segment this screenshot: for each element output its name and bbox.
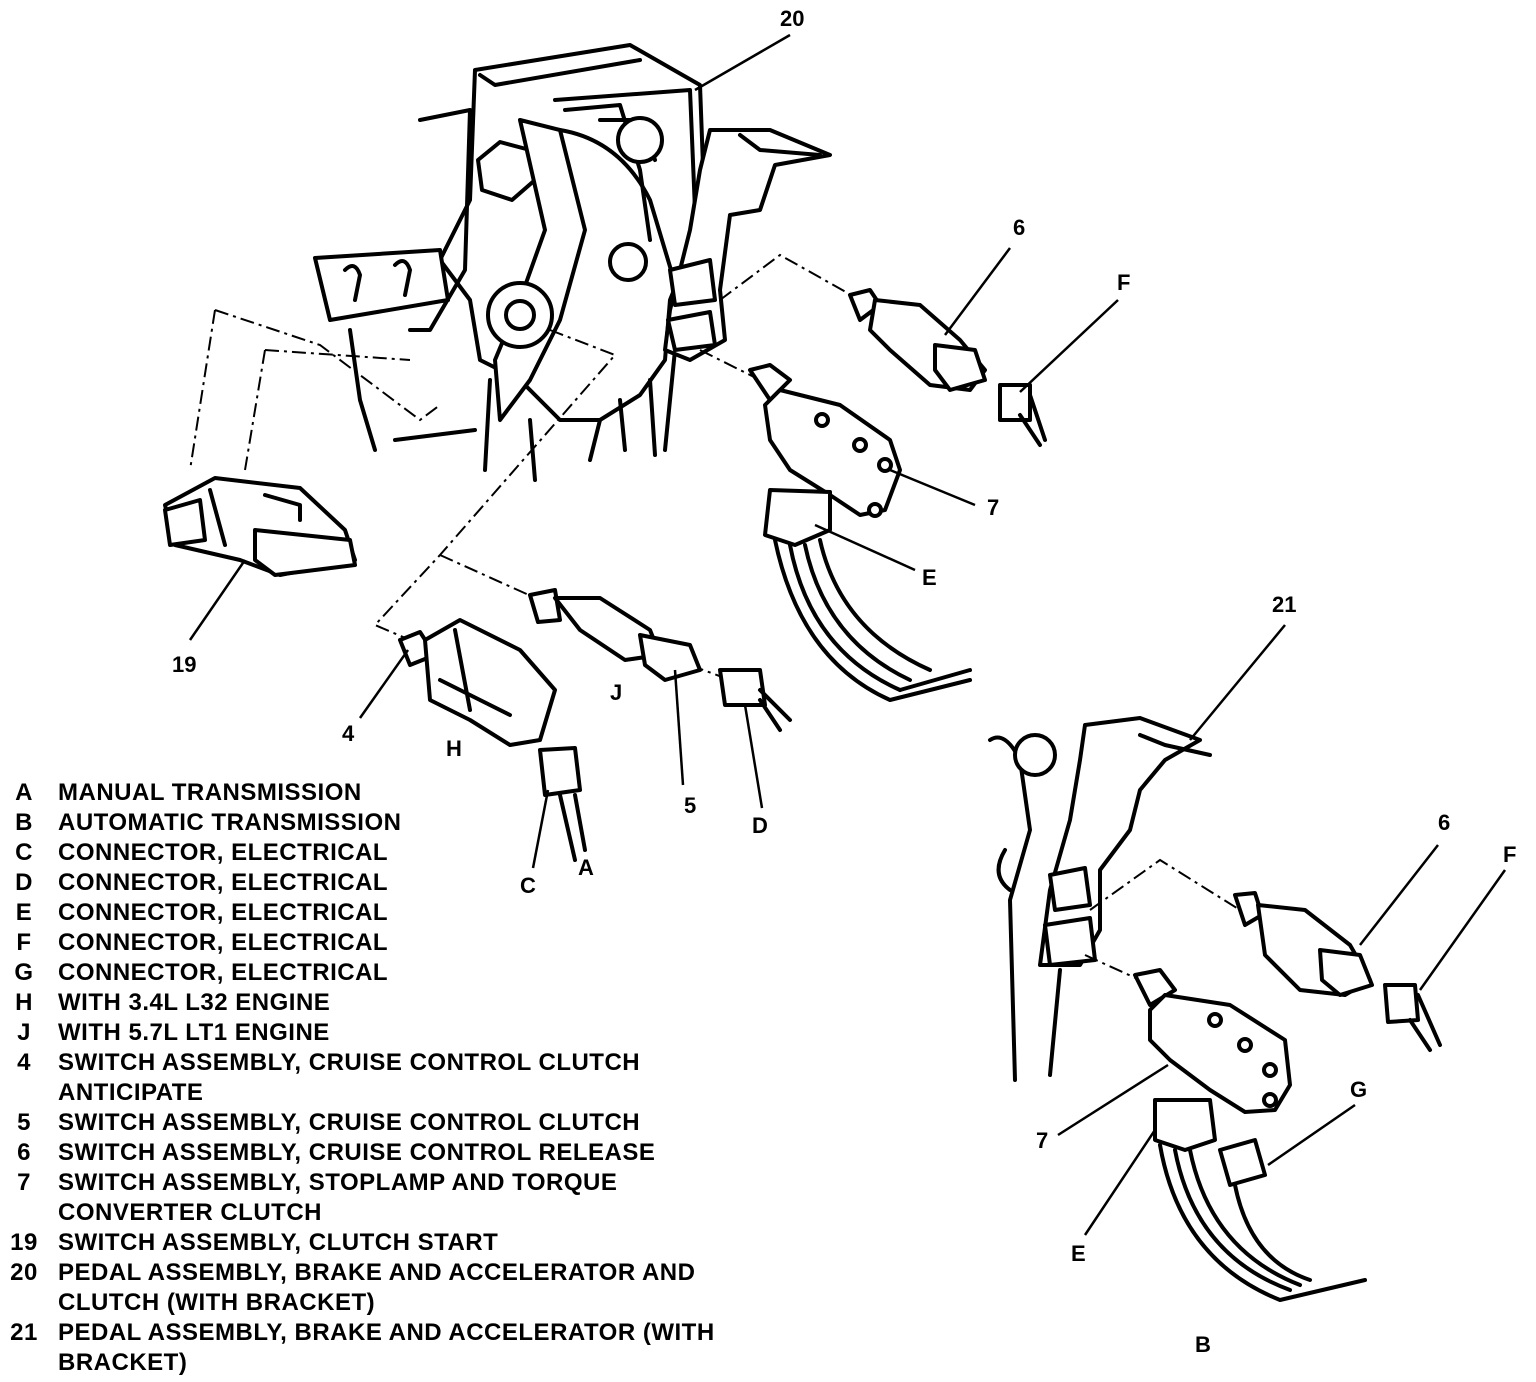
- alignment-lines-upper: [189, 253, 861, 681]
- legend-row: B AUTOMATIC TRANSMISSION: [0, 808, 780, 838]
- legend-row: 7 SWITCH ASSEMBLY, STOPLAMP AND TORQUE C…: [0, 1168, 780, 1228]
- legend-key: 20: [10, 1259, 38, 1286]
- stoplamp-switch-7-upper: [748, 363, 972, 702]
- pedal-assembly-20: [313, 43, 832, 482]
- cruise-anticipate-switch-4: [398, 618, 587, 862]
- legend-row: 19 SWITCH ASSEMBLY, CLUTCH START: [0, 1228, 780, 1258]
- legend-description: CONNECTOR, ELECTRICAL: [58, 869, 389, 896]
- callout-f-upper: F: [1117, 270, 1130, 295]
- legend-row: E CONNECTOR, ELECTRICAL: [0, 898, 780, 928]
- legend-key: 19: [10, 1229, 38, 1256]
- legend-row: 21 PEDAL ASSEMBLY, BRAKE AND ACCELERATOR…: [0, 1318, 780, 1378]
- cruise-clutch-switch-5: [528, 588, 792, 732]
- legend-key: C: [15, 839, 33, 866]
- legend-description: CONNECTOR, ELECTRICAL: [58, 899, 389, 926]
- callout-6-upper: 6: [1013, 215, 1025, 240]
- callout-7-upper: 7: [987, 495, 999, 520]
- callout-19: 19: [172, 652, 196, 677]
- legend-key: 6: [17, 1139, 31, 1166]
- callout-j: J: [610, 680, 622, 705]
- legend-key: H: [15, 989, 33, 1016]
- legend-key: J: [17, 1019, 31, 1046]
- legend-row: J WITH 5.7L LT1 ENGINE: [0, 1018, 780, 1048]
- legend-row: 4 SWITCH ASSEMBLY, CRUISE CONTROL CLUTCH…: [0, 1048, 780, 1108]
- alignment-lines-lower: [1084, 858, 1241, 981]
- legend-description: SWITCH ASSEMBLY, CLUTCH START: [58, 1229, 499, 1256]
- legend-key: 21: [10, 1319, 38, 1346]
- cruise-release-switch-6-upper: [848, 288, 1047, 447]
- legend-key: A: [15, 779, 33, 806]
- callout-f-lower: F: [1503, 842, 1516, 867]
- legend-row: 5 SWITCH ASSEMBLY, CRUISE CONTROL CLUTCH: [0, 1108, 780, 1138]
- callout-c: C: [520, 873, 536, 898]
- legend-key: F: [16, 929, 32, 956]
- pedal-assembly-21: [988, 716, 1212, 1082]
- leader-lines: [188, 33, 1507, 1236]
- cruise-release-switch-6-lower: [1233, 891, 1442, 1052]
- callout-e-upper: E: [922, 565, 937, 590]
- callout-a: A: [578, 855, 594, 880]
- legend-row: A MANUAL TRANSMISSION: [0, 778, 780, 808]
- legend-description: WITH 5.7L LT1 ENGINE: [58, 1019, 330, 1046]
- legend-description: AUTOMATIC TRANSMISSION: [58, 809, 402, 836]
- clutch-start-switch-19: [163, 476, 357, 577]
- callout-7-lower: 7: [1036, 1128, 1048, 1153]
- legend-description: CONNECTOR, ELECTRICAL: [58, 959, 389, 986]
- callout-labels: 20 6 F 7 E 19 4 H J 5 D C A 21 6 F G 7 E…: [172, 6, 1516, 1357]
- legend-description: PEDAL ASSEMBLY, BRAKE AND ACCELERATOR (W…: [58, 1319, 715, 1376]
- callout-5: 5: [684, 793, 696, 818]
- callout-20: 20: [780, 6, 804, 31]
- legend-row: H WITH 3.4L L32 ENGINE: [0, 988, 780, 1018]
- legend-key: G: [14, 959, 34, 986]
- legend-description: MANUAL TRANSMISSION: [58, 779, 362, 806]
- callout-d: D: [752, 813, 768, 838]
- callout-4: 4: [342, 721, 355, 746]
- stoplamp-switch-7-lower: [1133, 968, 1367, 1302]
- legend-description: CONNECTOR, ELECTRICAL: [58, 929, 389, 956]
- callout-21: 21: [1272, 592, 1296, 617]
- legend-description: SWITCH ASSEMBLY, CRUISE CONTROL RELEASE: [58, 1139, 656, 1166]
- legend-row: C CONNECTOR, ELECTRICAL: [0, 838, 780, 868]
- callout-h: H: [446, 736, 462, 761]
- legend-row: F CONNECTOR, ELECTRICAL: [0, 928, 780, 958]
- callout-g: G: [1350, 1077, 1367, 1102]
- legend-description: CONNECTOR, ELECTRICAL: [58, 839, 389, 866]
- legend-row: 20 PEDAL ASSEMBLY, BRAKE AND ACCELERATOR…: [0, 1258, 780, 1318]
- legend-key: E: [15, 899, 33, 926]
- legend-row: D CONNECTOR, ELECTRICAL: [0, 868, 780, 898]
- legend-key: B: [15, 809, 33, 836]
- legend-key: 7: [17, 1169, 31, 1196]
- callout-e-lower: E: [1071, 1241, 1086, 1266]
- legend: A MANUAL TRANSMISSION B AUTOMATIC TRANSM…: [0, 778, 780, 1378]
- legend-row: 6 SWITCH ASSEMBLY, CRUISE CONTROL RELEAS…: [0, 1138, 780, 1168]
- legend-description: PEDAL ASSEMBLY, BRAKE AND ACCELERATOR AN…: [58, 1259, 696, 1316]
- legend-key: 5: [17, 1109, 31, 1136]
- legend-row: G CONNECTOR, ELECTRICAL: [0, 958, 780, 988]
- legend-key: 4: [17, 1049, 31, 1076]
- legend-description: SWITCH ASSEMBLY, STOPLAMP AND TORQUE CON…: [58, 1169, 618, 1226]
- legend-key: D: [15, 869, 33, 896]
- legend-description: SWITCH ASSEMBLY, CRUISE CONTROL CLUTCH: [58, 1109, 641, 1136]
- callout-b: B: [1195, 1332, 1211, 1357]
- callout-6-lower: 6: [1438, 810, 1450, 835]
- legend-description: SWITCH ASSEMBLY, CRUISE CONTROL CLUTCH A…: [58, 1049, 641, 1106]
- legend-description: WITH 3.4L L32 ENGINE: [58, 989, 331, 1016]
